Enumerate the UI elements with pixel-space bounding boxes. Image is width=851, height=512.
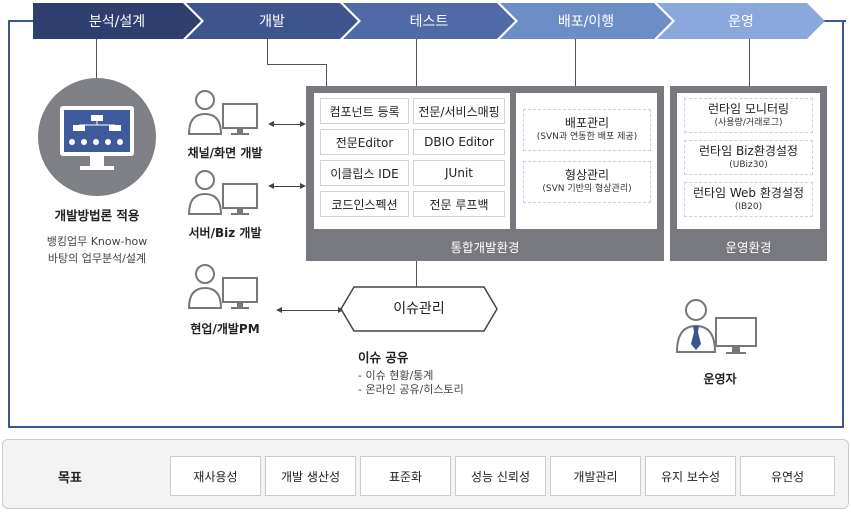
- goals-label: 목표: [58, 471, 82, 486]
- connector-ops: [749, 39, 750, 86]
- tool-eclipse-ide: 이클립스 IDE: [320, 160, 409, 186]
- ops-item-title: 런타임 Web 환경설정: [692, 185, 805, 200]
- pm-person-icon: [187, 264, 258, 309]
- phase-label: 배포/이행: [557, 14, 615, 30]
- goal-maintainability: 유지 보수성: [645, 456, 736, 496]
- arrow-channel: [268, 121, 306, 127]
- role-pm: 현업/개발PM: [190, 322, 260, 336]
- config-sub: (SVN 기반의 형상관리): [542, 184, 632, 194]
- tool-telegram-editor: 전문Editor: [320, 129, 409, 155]
- analysis-circle: [38, 78, 156, 196]
- connector-dev-v: [326, 64, 327, 86]
- developer-server-icon: [187, 170, 258, 215]
- connector-dev-h: [267, 64, 327, 65]
- ops-env-label: 운영환경: [725, 240, 772, 255]
- connector-analysis: [96, 39, 97, 79]
- tool-service-mapping: 전문/서비스매핑: [413, 98, 505, 124]
- tool-junit: JUnit: [413, 160, 505, 186]
- arrow-server: [268, 183, 306, 189]
- issue-hexagon: [340, 286, 498, 332]
- connector-issue: [416, 261, 417, 287]
- phase-test: 테스트: [343, 3, 515, 39]
- issue-line1: - 이슈 현황/통계: [358, 369, 434, 382]
- phase-label: 개발: [259, 14, 285, 30]
- goal-productivity: 개발 생산성: [265, 456, 356, 496]
- connector-dev: [267, 39, 268, 65]
- runtime-biz-config: 런타임 Biz환경설정 (UBiz30): [684, 140, 813, 175]
- arrow-pm-issue: [276, 307, 344, 313]
- developer-channel-icon: [187, 90, 258, 135]
- process-frame: [8, 20, 844, 428]
- role-channel: 채널/화면 개발: [187, 146, 263, 160]
- monitor-diagram-icon: [60, 106, 134, 170]
- tool-code-inspection: 코드인스펙션: [320, 191, 409, 217]
- issue-title: 이슈 공유: [358, 350, 409, 365]
- phase-analysis: 분석/설계: [33, 3, 201, 39]
- dev-env-label: 통합개발환경: [450, 240, 520, 255]
- analysis-title: 개발방법론 적용: [54, 208, 140, 223]
- role-operator: 운영자: [703, 372, 737, 386]
- runtime-web-config: 런타임 Web 환경설정 (IB20): [684, 182, 813, 217]
- operator-icon: [675, 299, 757, 354]
- phase-label: 운영: [728, 14, 754, 30]
- connector-deploy: [575, 39, 576, 86]
- deploy-title: 배포관리: [564, 116, 610, 130]
- ops-item-title: 런타임 Biz환경설정: [699, 143, 798, 158]
- deploy-sub: (SVN과 연동한 배포 제공): [536, 132, 638, 142]
- phase-development: 개발: [186, 3, 358, 39]
- ops-item-sub: (IB20): [734, 201, 763, 212]
- goal-performance: 성능 신뢰성: [455, 456, 546, 496]
- issue-label: 이슈관리: [393, 301, 445, 317]
- config-title: 형상관리: [564, 168, 610, 182]
- role-server: 서버/Biz 개발: [188, 226, 262, 240]
- deploy-management: 배포관리 (SVN과 연동한 배포 제공): [523, 109, 651, 151]
- ops-item-sub: (사용량/거래로그): [714, 117, 783, 128]
- tool-component-register: 컴포넌트 등록: [320, 98, 409, 124]
- runtime-monitoring: 런타임 모니터링 (사용량/거래로그): [684, 98, 813, 133]
- analysis-line1: 뱅킹업무 Know-how: [46, 235, 148, 248]
- frame-top-right: [820, 20, 846, 22]
- goal-dev-management: 개발관리: [550, 456, 641, 496]
- phase-label: 분석/설계: [88, 14, 146, 30]
- frame-top-left: [8, 20, 34, 22]
- ops-item-sub: (UBiz30): [729, 159, 768, 170]
- config-management: 형상관리 (SVN 기반의 형상관리): [523, 161, 651, 203]
- analysis-line2: 바탕의 업무분석/설계: [47, 252, 147, 265]
- phase-operation: 운영: [657, 3, 825, 39]
- issue-line2: - 온라인 공유/히스토리: [358, 383, 464, 396]
- ops-item-title: 런타임 모니터링: [707, 101, 790, 116]
- phase-deploy: 배포/이행: [500, 3, 672, 39]
- goal-standardization: 표준화: [360, 456, 451, 496]
- goal-reusability: 재사용성: [170, 456, 261, 496]
- connector-test: [416, 39, 417, 86]
- phase-label: 테스트: [409, 14, 449, 30]
- goal-flexibility: 유연성: [740, 456, 835, 496]
- tool-loopback: 전문 루프백: [413, 191, 505, 217]
- tool-dbio-editor: DBIO Editor: [413, 129, 505, 155]
